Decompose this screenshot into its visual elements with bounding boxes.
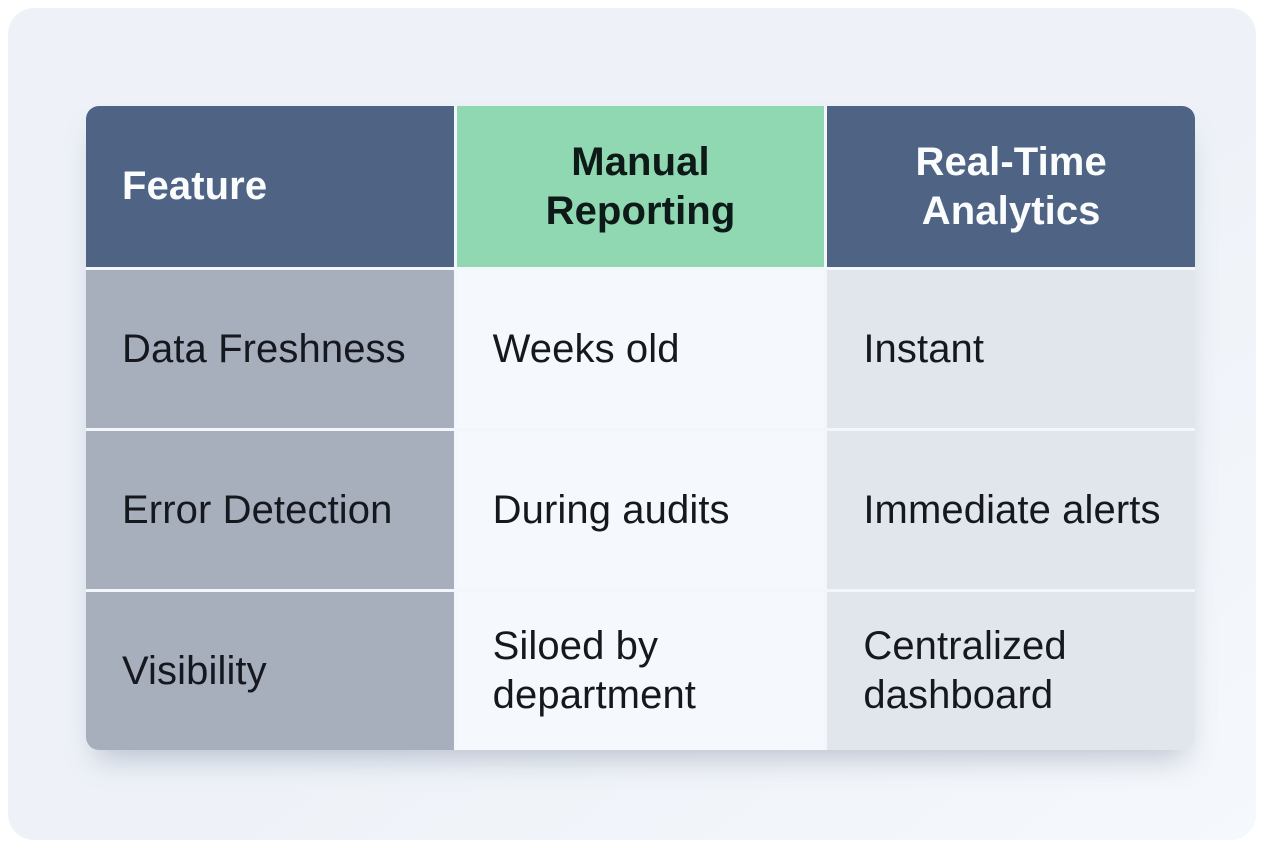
feature-cell: Error Detection bbox=[86, 431, 454, 589]
cell-label: Error Detection bbox=[122, 487, 393, 532]
manual-cell: During audits bbox=[456, 431, 825, 589]
realtime-cell: Instant bbox=[827, 270, 1195, 428]
cell-label: Instant bbox=[863, 326, 985, 371]
header-label-feature: Feature bbox=[122, 164, 268, 209]
manual-cell: Weeks old bbox=[456, 270, 825, 428]
header-cell-feature: Feature bbox=[86, 106, 454, 267]
feature-cell: Data Freshness bbox=[86, 270, 454, 428]
cell-label: Immediate alerts bbox=[863, 487, 1161, 532]
header-cell-manual-reporting: Manual Reporting bbox=[456, 106, 825, 267]
cell-label: Weeks old bbox=[492, 326, 680, 371]
cell-label: Visibility bbox=[122, 648, 267, 693]
cell-label: During audits bbox=[492, 487, 730, 532]
manual-cell: Siloed by department bbox=[456, 592, 825, 750]
cell-label: Siloed by department bbox=[492, 624, 696, 717]
feature-cell: Visibility bbox=[86, 592, 454, 750]
header-label-realtime-analytics: Real-Time Analytics bbox=[915, 139, 1107, 233]
realtime-cell: Immediate alerts bbox=[827, 431, 1195, 589]
background-card: Feature Manual Reporting Real-Time Analy… bbox=[8, 8, 1256, 840]
cell-label: Centralized dashboard bbox=[863, 624, 1067, 717]
cell-label: Data Freshness bbox=[122, 326, 406, 371]
comparison-table: Feature Manual Reporting Real-Time Analy… bbox=[86, 106, 1195, 750]
header-label-manual-reporting: Manual Reporting bbox=[545, 139, 736, 233]
header-cell-realtime-analytics: Real-Time Analytics bbox=[827, 106, 1195, 267]
realtime-cell: Centralized dashboard bbox=[827, 592, 1195, 750]
